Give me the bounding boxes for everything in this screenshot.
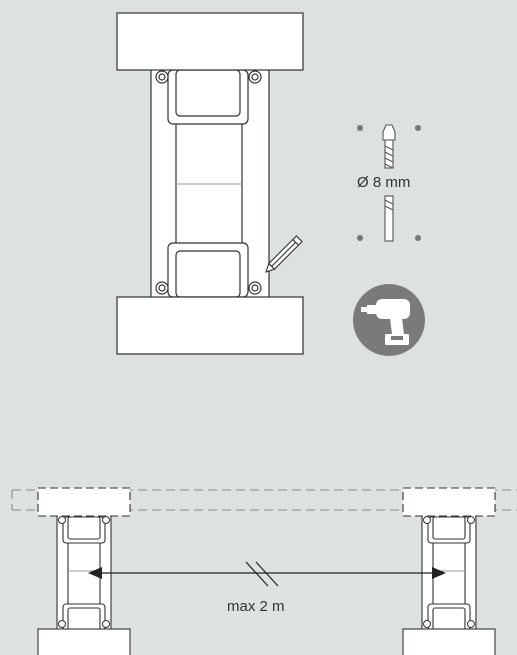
power-drill-icon (353, 284, 425, 356)
screw-holes-right (423, 516, 475, 628)
screw-holes-top (155, 70, 262, 295)
bottom-bracket-inner (175, 250, 241, 298)
screw-hole (158, 284, 166, 292)
screw-holes-left (58, 516, 110, 628)
screw-hole (158, 73, 166, 81)
top-bracket-inner (175, 69, 241, 117)
top-assembly (116, 12, 304, 355)
left-post-unit (37, 487, 131, 655)
right-post-unit (402, 487, 496, 655)
drill-bit-icon (357, 124, 421, 242)
pencil-icon (265, 235, 303, 273)
upper-beam (116, 12, 304, 71)
screw-hole (251, 73, 259, 81)
max-spacing-label: max 2 m (227, 598, 285, 615)
lower-beam (116, 296, 304, 355)
drill-bit-diameter-label: Ø 8 mm (357, 174, 411, 191)
screw-hole (251, 284, 259, 292)
dimension-arrow (88, 561, 446, 587)
